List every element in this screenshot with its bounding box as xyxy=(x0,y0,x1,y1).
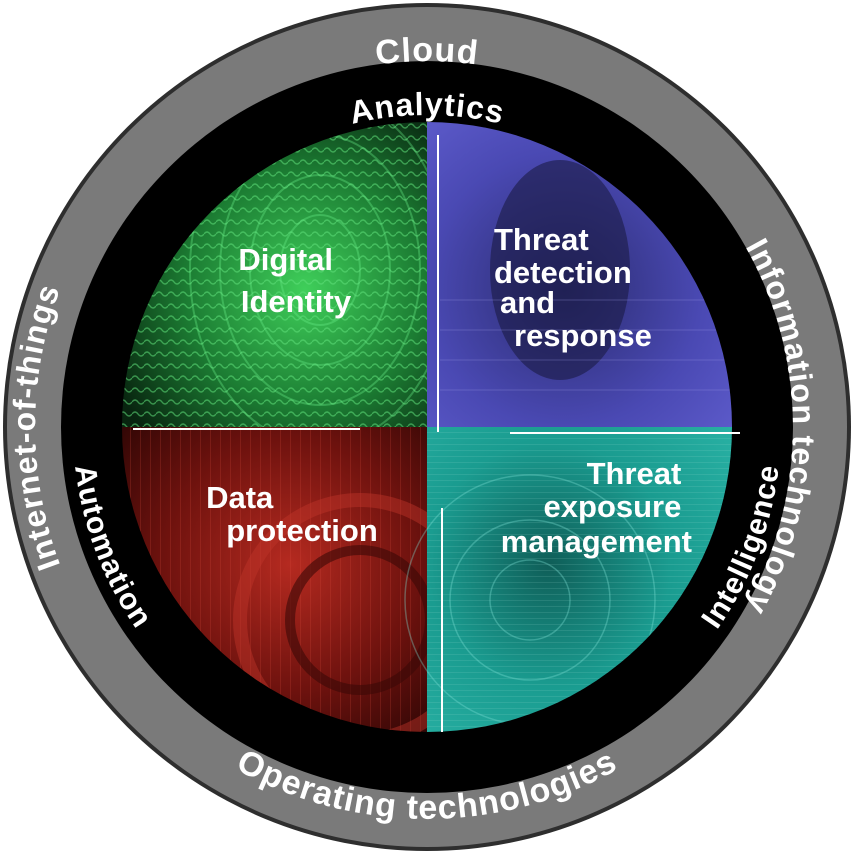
quadrant-data-protection xyxy=(122,427,487,732)
outer-label-top: Cloud xyxy=(373,31,480,72)
quadrant-label-digital-identity: Digital Identity xyxy=(238,242,352,319)
quadrant-dividers xyxy=(133,135,740,732)
quadrant-label-threat-exposure: Threat exposure management xyxy=(501,456,692,559)
quadrant-label-data-protection: Data protection xyxy=(206,480,378,548)
quadrant-label-threat-detection: Threat detection and response xyxy=(494,222,652,353)
